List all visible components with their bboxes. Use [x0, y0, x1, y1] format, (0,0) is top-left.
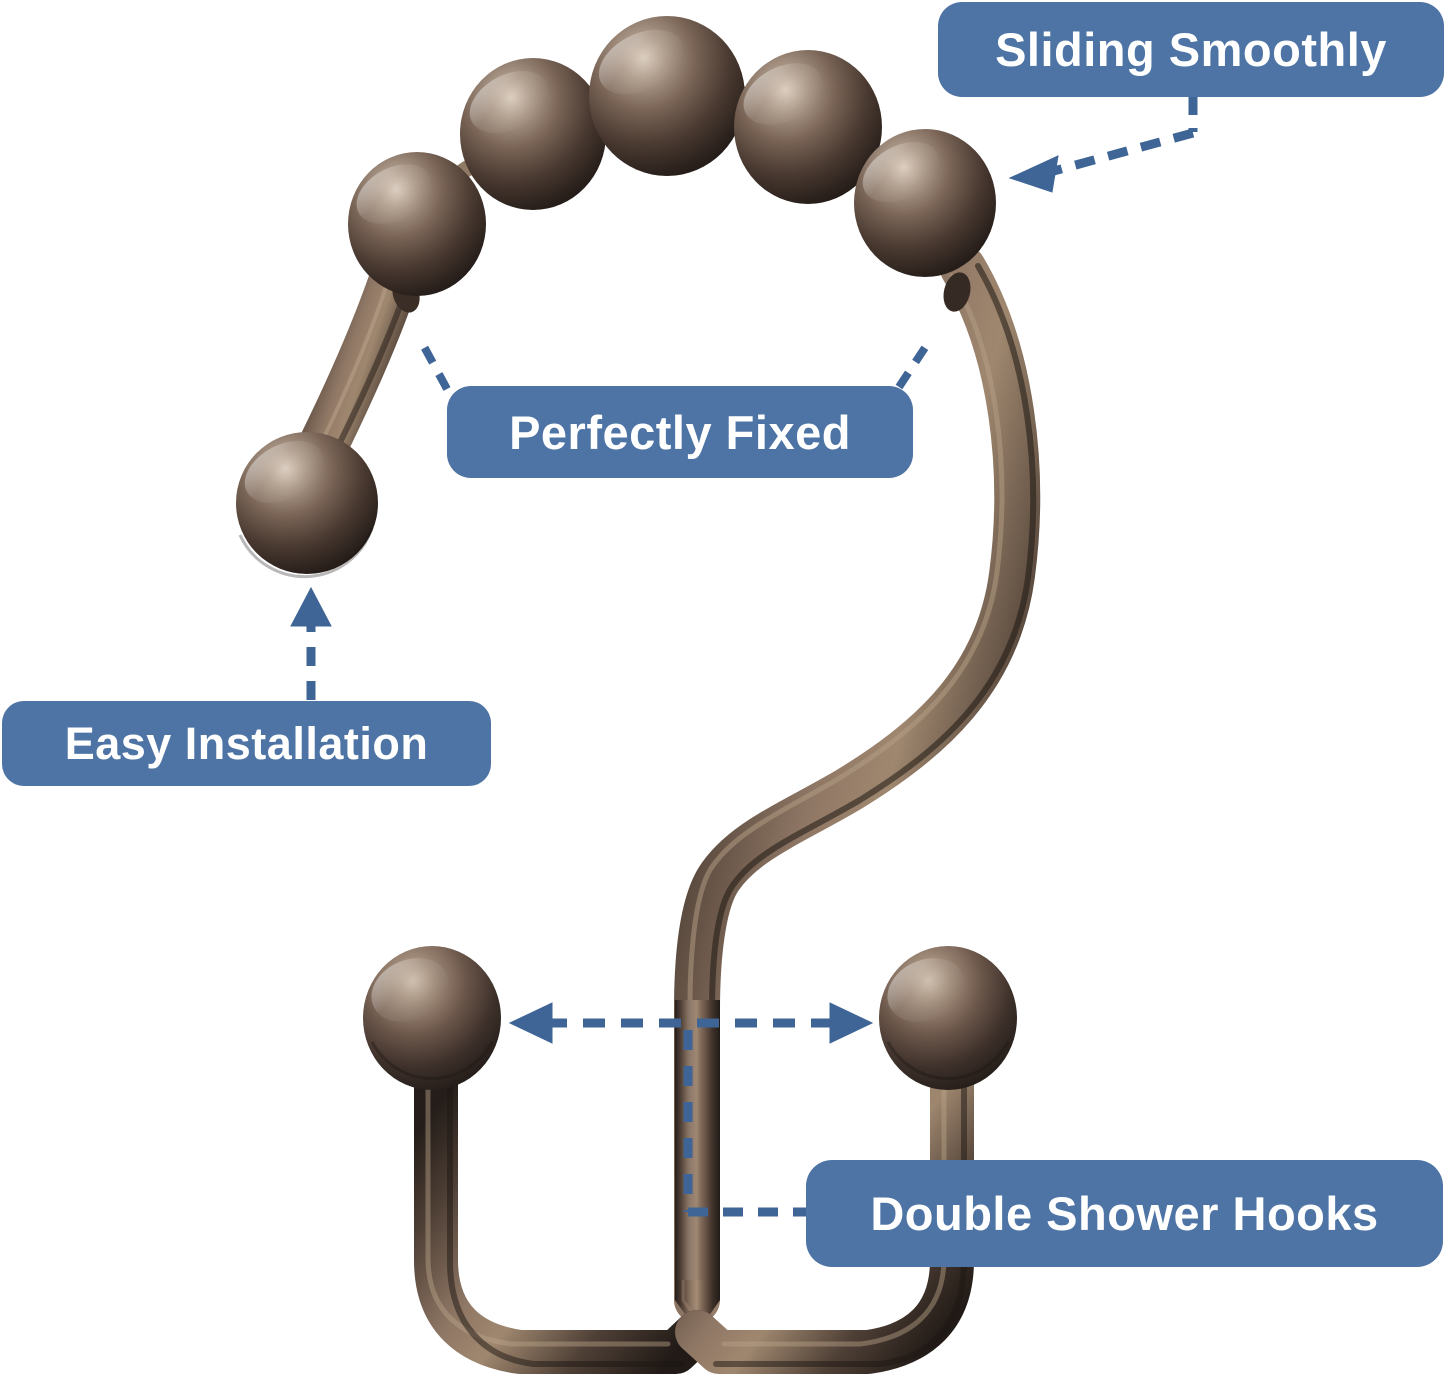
center-vertical-stem	[675, 1000, 720, 1280]
badge-easy-installation[interactable]: Easy Installation	[2, 701, 491, 786]
right-hook-ball	[879, 946, 1017, 1090]
terminal-roller-ball	[236, 432, 378, 579]
main-s-curve-shaft	[674, 245, 1041, 1323]
badge-perfectly-fixed[interactable]: Perfectly Fixed	[447, 386, 913, 478]
double-hook-arms	[414, 1058, 974, 1374]
badge-sliding-smoothly[interactable]: Sliding Smoothly	[938, 2, 1444, 97]
left-hook-ball	[363, 946, 501, 1090]
roller-ball-chain	[348, 16, 996, 296]
badge-double-shower-hooks[interactable]: Double Shower Hooks	[806, 1160, 1443, 1267]
